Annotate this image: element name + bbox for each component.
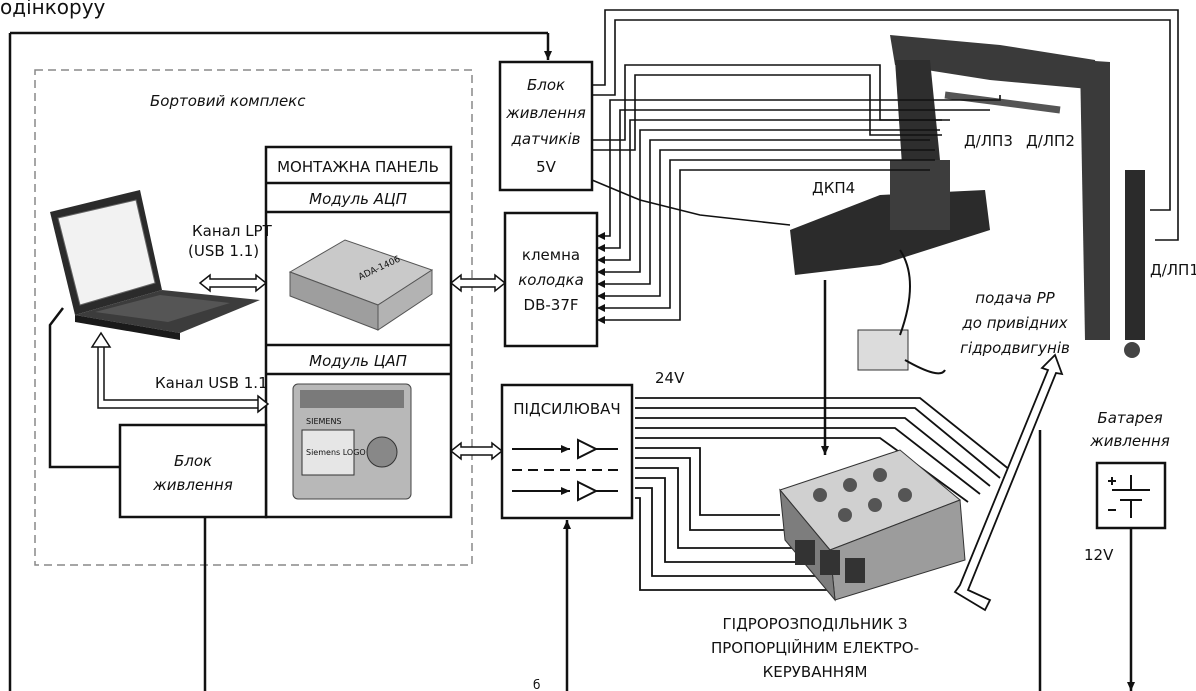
terminal-arrowheads bbox=[597, 232, 605, 324]
sensor-power-block bbox=[498, 60, 594, 192]
outer-power-frame bbox=[8, 31, 552, 691]
terminal-block bbox=[503, 211, 599, 348]
fluid-supply-label-3: гідродвигунів bbox=[960, 339, 1070, 357]
crane-manipulator-image bbox=[790, 35, 1145, 375]
laptop-power-cable bbox=[48, 307, 120, 469]
header-fragment: одінкоруу bbox=[0, 0, 106, 19]
terminal-label-2: колодка bbox=[518, 271, 584, 289]
distributor-label-3: КЕРУВАННЯМ bbox=[763, 663, 868, 681]
laptop-image bbox=[50, 190, 260, 340]
lpt-double-arrow bbox=[198, 273, 268, 293]
onboard-complex-boundary bbox=[34, 69, 473, 566]
voltage-12-label: 12V bbox=[1084, 546, 1114, 564]
dac-module-label: Модуль ЦАП bbox=[309, 352, 407, 370]
adc-module-label: Модуль АЦП bbox=[309, 190, 407, 208]
battery-label-1: Батарея bbox=[1097, 409, 1162, 427]
plc-display-text: Siemens LOGO bbox=[306, 448, 366, 457]
channel-usb-label: Канал USB 1.1 bbox=[155, 374, 268, 392]
sensor-wires bbox=[591, 9, 1179, 321]
sensor-dlp1-label: Д/ЛП1 bbox=[1150, 261, 1196, 279]
power-block bbox=[118, 423, 268, 519]
fluid-supply-label-1: подача РР bbox=[975, 289, 1055, 307]
channel-lpt-sublabel: (USB 1.1) bbox=[188, 242, 259, 260]
terminal-label-1: клемна bbox=[522, 246, 580, 264]
sensor-power-label-2: живлення bbox=[505, 104, 586, 122]
dac-amplifier-double-arrow bbox=[449, 441, 504, 461]
plc-device: SIEMENS Siemens LOGO bbox=[292, 383, 412, 500]
footer-fragment: б bbox=[533, 678, 540, 691]
distributor-label-2: ПРОПОРЦІЙНИМ ЕЛЕКТРО- bbox=[711, 638, 919, 657]
fluid-supply-label-2: до привідних bbox=[961, 314, 1067, 332]
amplifier-output-wires bbox=[635, 397, 1011, 591]
battery-label-2: живлення bbox=[1089, 432, 1170, 450]
battery-box bbox=[1095, 461, 1167, 530]
plc-brand-text: SIEMENS bbox=[306, 417, 342, 426]
adc-device: ADA-1406 bbox=[288, 239, 434, 331]
terminal-label-3: DB-37F bbox=[524, 296, 579, 314]
mount-panel bbox=[264, 145, 453, 519]
amplifier-label: ПІДСИЛЮВАЧ bbox=[513, 400, 620, 418]
sensor-power-label-3: датчиків bbox=[511, 130, 581, 148]
sensor-dkp4-label: ДКП4 bbox=[812, 179, 855, 197]
battery-symbol bbox=[1108, 475, 1150, 518]
hydraulic-distributor-image bbox=[779, 449, 966, 602]
sensor-dlp2-label: Д/ЛП2 bbox=[1026, 132, 1075, 150]
fluid-supply-hollow-arrow bbox=[953, 353, 1064, 612]
amplifier-symbols bbox=[512, 438, 620, 502]
distributor-label-1: ГІДРОРОЗПОДІЛЬНИК З bbox=[723, 615, 908, 633]
mount-panel-title: МОНТАЖНА ПАНЕЛЬ bbox=[277, 158, 439, 176]
power-block-label-1: Блок bbox=[174, 452, 212, 470]
sensor-power-label-4: 5V bbox=[536, 158, 557, 176]
voltage-24-label: 24V bbox=[655, 369, 685, 387]
onboard-complex-label: Бортовий комплекс bbox=[150, 92, 306, 110]
sensor-dlp3-label: Д/ЛП3 bbox=[964, 132, 1013, 150]
channel-lpt-label: Канал LPT bbox=[192, 222, 273, 240]
usb-double-arrow bbox=[90, 331, 270, 414]
sensor-power-label-1: Блок bbox=[527, 76, 565, 94]
power-block-label-2: живлення bbox=[152, 476, 233, 494]
adc-terminal-double-arrow bbox=[449, 273, 507, 293]
